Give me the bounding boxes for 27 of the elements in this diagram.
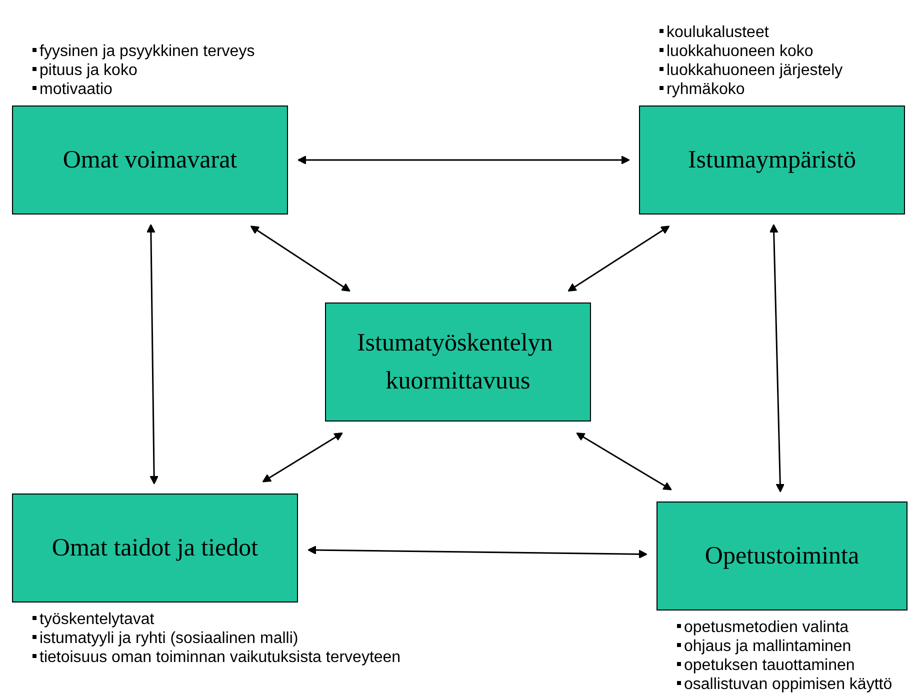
bullet-item: luokkahuoneen koko [660,43,814,60]
bullet-item: istumatyyli ja ryhti (sosiaalinen malli) [32,630,298,647]
double-arrow [146,224,158,484]
double-arrow [568,226,670,292]
process-box: Omat taidot ja tiedot [12,494,298,602]
bullet-item: luokkahuoneen järjestely [660,62,843,79]
bullet-item: ohjaus ja mallintaminen [677,638,852,655]
double-arrow [250,226,350,292]
bullet-item: motivaatio [32,81,112,98]
bullet-item: koulukalusteet [660,24,769,41]
process-box: Istumaympäristö [639,106,905,214]
bullet-item: opetusmetodien valinta [677,619,849,636]
process-box: Opetustoiminta [656,502,908,610]
process-box: Omat voimavarat [12,106,288,214]
bullet-item: opetuksen tauottaminen [677,657,855,674]
double-arrow [769,224,785,492]
bullet-item: fyysinen ja psyykkinen terveys [32,43,255,60]
bullet-item: ryhmäkoko [660,81,745,98]
bullet-item: osallistuvan oppimisen käyttö [677,676,892,693]
bullet-item: tietoisuus oman toiminnan vaikutuksista terveyteen [32,649,401,666]
double-arrow [262,432,343,482]
bullet-item: työskentelytavat [32,611,154,628]
double-arrow [298,156,630,164]
process-box: Istumatyöskentelyn kuormittavuus [325,302,591,422]
double-arrow [576,432,672,490]
bullet-item: pituus ja koko [32,62,138,79]
double-arrow [308,546,648,559]
